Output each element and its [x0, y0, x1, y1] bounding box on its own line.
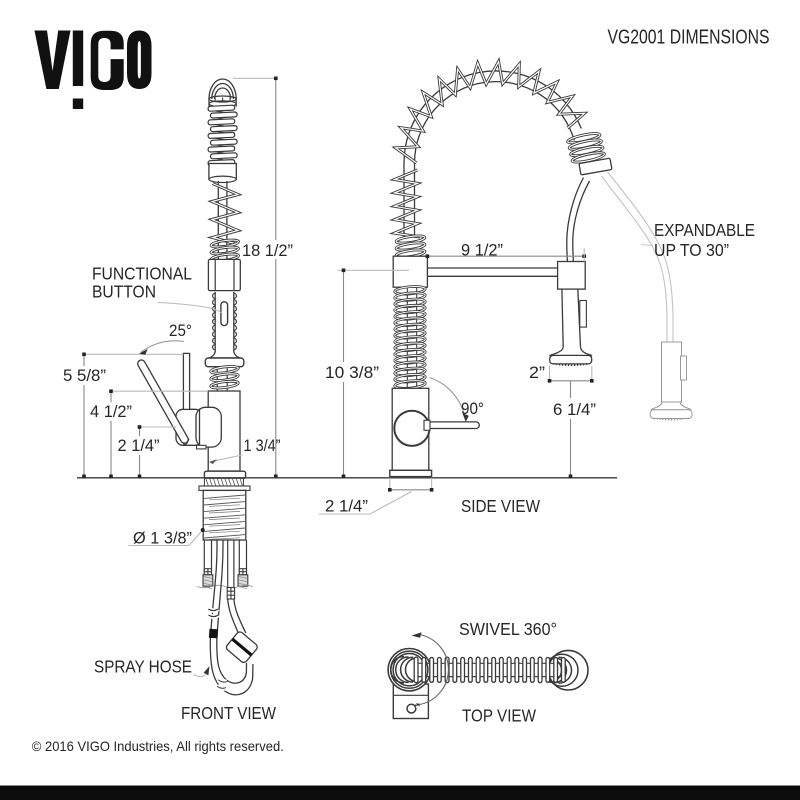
- svg-text:FRONT VIEW: FRONT VIEW: [181, 703, 276, 723]
- svg-text:UP TO 30”: UP TO 30”: [654, 240, 729, 260]
- svg-text:90°: 90°: [461, 399, 484, 418]
- svg-text:10 3/8”: 10 3/8”: [325, 363, 379, 382]
- svg-text:SWIVEL 360°: SWIVEL 360°: [459, 619, 557, 639]
- svg-text:EXPANDABLE: EXPANDABLE: [654, 220, 755, 240]
- svg-text:1 3/4”: 1 3/4”: [244, 436, 281, 455]
- svg-text:18 1/2”: 18 1/2”: [242, 241, 293, 260]
- svg-text:9 1/2”: 9 1/2”: [461, 241, 503, 260]
- svg-text:4 1/2”: 4 1/2”: [90, 402, 132, 421]
- svg-text:VG2001 DIMENSIONS: VG2001 DIMENSIONS: [608, 27, 770, 49]
- svg-text:© 2016 VIGO Industries, All ri: © 2016 VIGO Industries, All rights reser…: [32, 739, 284, 754]
- svg-text:2”: 2”: [529, 363, 545, 382]
- svg-text:FUNCTIONAL: FUNCTIONAL: [92, 264, 192, 284]
- svg-text:2 1/4”: 2 1/4”: [118, 436, 160, 455]
- svg-text:6 1/4”: 6 1/4”: [553, 400, 596, 419]
- svg-text:Ø 1 3/8”: Ø 1 3/8”: [133, 529, 192, 548]
- svg-text:TOP VIEW: TOP VIEW: [462, 706, 536, 726]
- svg-text:SPRAY HOSE: SPRAY HOSE: [94, 657, 192, 677]
- svg-text:BUTTON: BUTTON: [92, 282, 156, 302]
- svg-text:SIDE VIEW: SIDE VIEW: [461, 496, 540, 516]
- svg-text:2 1/4”: 2 1/4”: [325, 497, 368, 516]
- svg-text:25°: 25°: [169, 321, 192, 340]
- svg-text:5 5/8”: 5 5/8”: [63, 366, 106, 385]
